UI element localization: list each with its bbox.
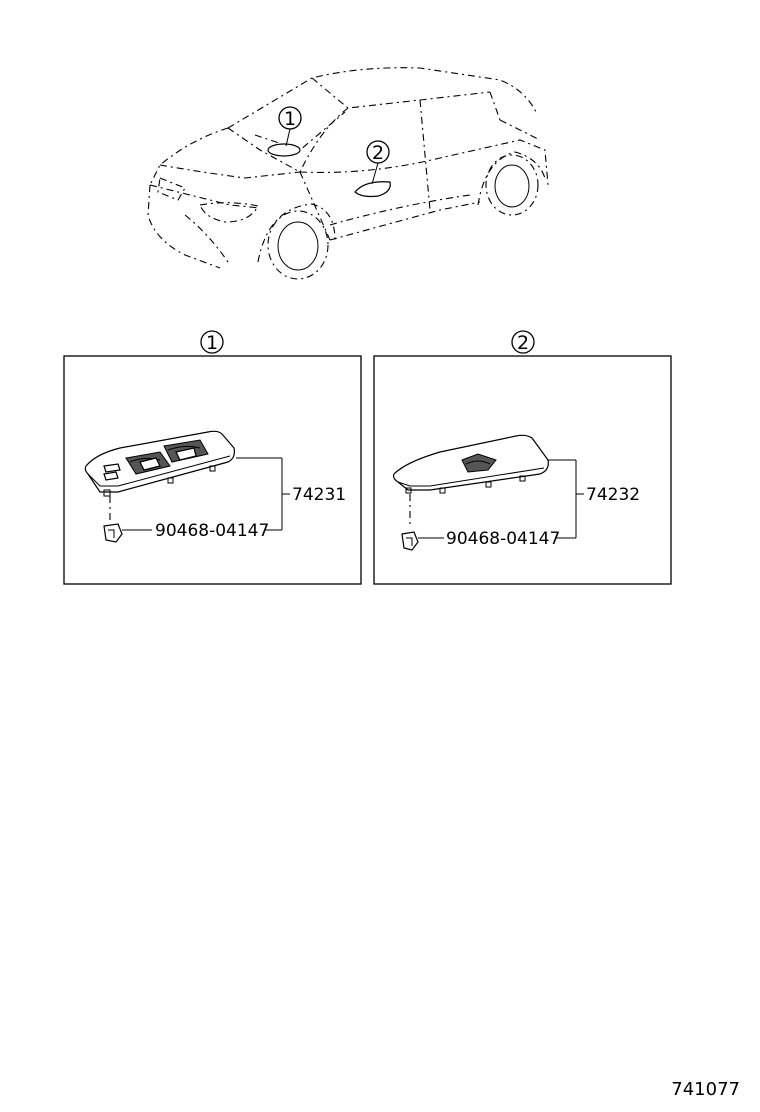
- panel-1-frame: [63, 355, 362, 585]
- panel-1-clip-number: 90468-04147: [155, 521, 269, 541]
- panel-2-callout: 2: [517, 332, 529, 354]
- panel-1-clip: [103, 523, 123, 543]
- power-window-switch-base: [392, 434, 549, 494]
- figure-reference-number: 741077: [671, 1079, 740, 1100]
- svg-text:1: 1: [284, 108, 296, 130]
- driver-switch-location: [267, 143, 301, 157]
- panel-2-clip-number: 90468-04147: [446, 529, 560, 549]
- power-window-master-switch-base: [84, 430, 235, 497]
- panel-2-clip: [401, 531, 419, 551]
- car-illustration: 1 2: [147, 67, 549, 280]
- svg-text:2: 2: [372, 142, 384, 164]
- panel-1: 1 74231 90468-: [63, 330, 362, 585]
- panel-2: 2 74232 90468-04147: [373, 330, 672, 585]
- passenger-switch-location: [354, 181, 391, 198]
- car-callout-1: 1: [278, 106, 302, 147]
- panel-2-part-number: 74232: [586, 485, 640, 505]
- panel-2-frame: [373, 355, 672, 585]
- panel-1-part-number: 74231: [292, 485, 346, 505]
- car-callout-2: 2: [366, 140, 390, 185]
- panel-1-callout: 1: [206, 332, 218, 354]
